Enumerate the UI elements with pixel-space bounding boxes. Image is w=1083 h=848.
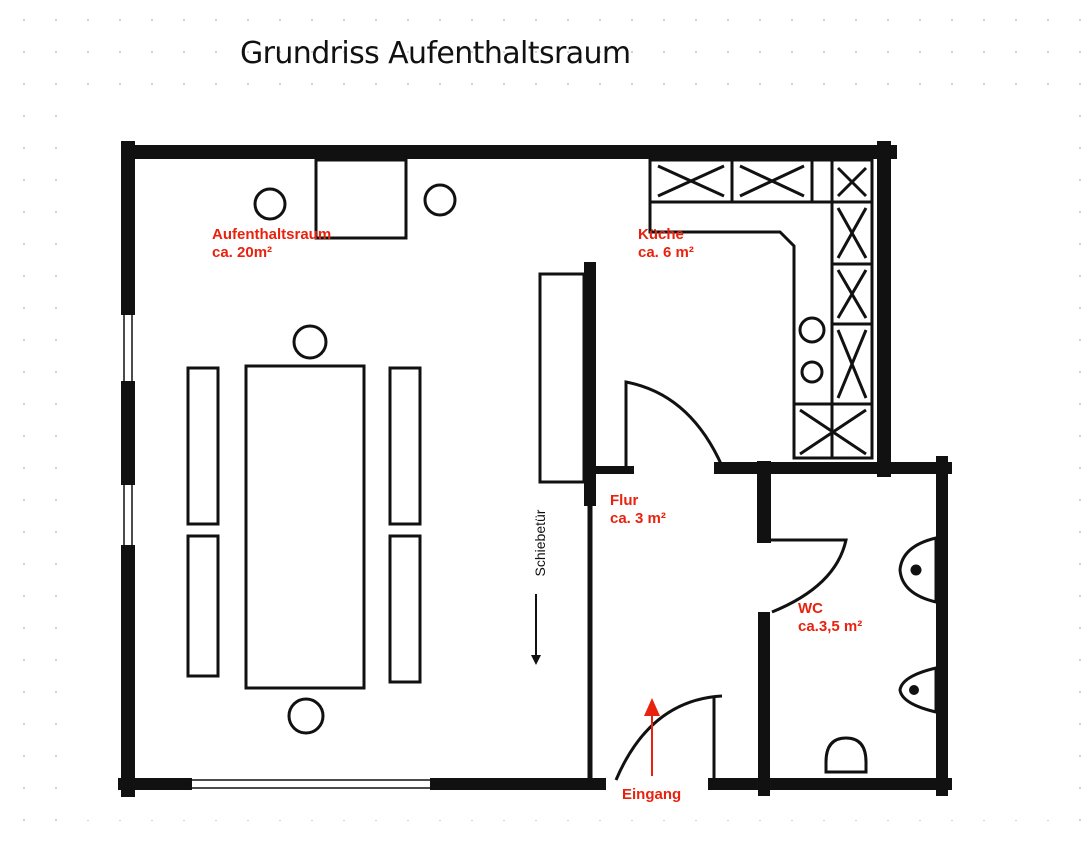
sliding-door-panel — [538, 272, 586, 484]
wc-door-swing — [770, 538, 848, 614]
bench — [186, 366, 220, 526]
room-name: Flur — [610, 492, 639, 509]
chair — [287, 697, 325, 735]
sliding-door-label: Schiebetür — [532, 509, 548, 577]
washbasin-drain — [910, 564, 922, 576]
urinal-drain — [909, 685, 919, 695]
kitchen-door-swing — [624, 380, 724, 470]
cabinet — [314, 158, 408, 240]
entrance-door-swing — [614, 694, 723, 781]
stove-burner — [800, 360, 824, 384]
windows — [123, 308, 436, 789]
appliance-x — [739, 164, 805, 198]
urinal — [898, 666, 938, 714]
toilet — [824, 736, 868, 774]
furniture — [186, 158, 586, 735]
kitchen-counter — [648, 158, 874, 460]
page-title: Grundriss Aufenthaltsraum — [240, 36, 631, 71]
appliance-x — [836, 166, 868, 198]
appliance-x — [836, 329, 868, 399]
room-label-flur: Flur ca. 3 m² — [610, 492, 666, 528]
room-area: ca. 20m² — [212, 244, 273, 261]
doors — [614, 380, 848, 781]
room-name: WC — [798, 600, 823, 617]
appliance-x — [799, 408, 867, 456]
bench — [388, 366, 422, 526]
counter-outline — [648, 158, 874, 460]
appliance-x — [836, 207, 868, 259]
chair — [292, 324, 328, 360]
bench — [186, 534, 220, 678]
room-label-aufenthaltsraum: Aufenthaltsraum ca. 20m² — [212, 226, 331, 262]
appliance-x — [657, 164, 725, 198]
dining-table — [244, 364, 366, 690]
room-area: ca. 6 m² — [638, 244, 694, 261]
room-name: Küche — [638, 226, 684, 243]
room-name: Aufenthaltsraum — [212, 226, 332, 243]
outer-walls — [118, 141, 952, 797]
interior-walls — [584, 262, 771, 796]
chair — [253, 187, 287, 221]
room-area: ca.3,5 m² — [798, 618, 863, 635]
room-label-wc: WC ca.3,5 m² — [798, 600, 862, 636]
entrance-label: Eingang — [622, 786, 682, 803]
room-area: ca. 3 m² — [610, 510, 666, 527]
stove-burner — [798, 316, 826, 344]
plan-sheet — [68, 102, 1078, 820]
chair — [423, 183, 457, 217]
bench — [388, 534, 422, 684]
appliance-x — [836, 269, 868, 319]
entrance-arrow — [644, 698, 660, 776]
room-label-kueche: Küche ca. 6 m² — [638, 226, 694, 262]
wc-fixtures — [824, 536, 938, 774]
washbasin — [898, 536, 938, 604]
